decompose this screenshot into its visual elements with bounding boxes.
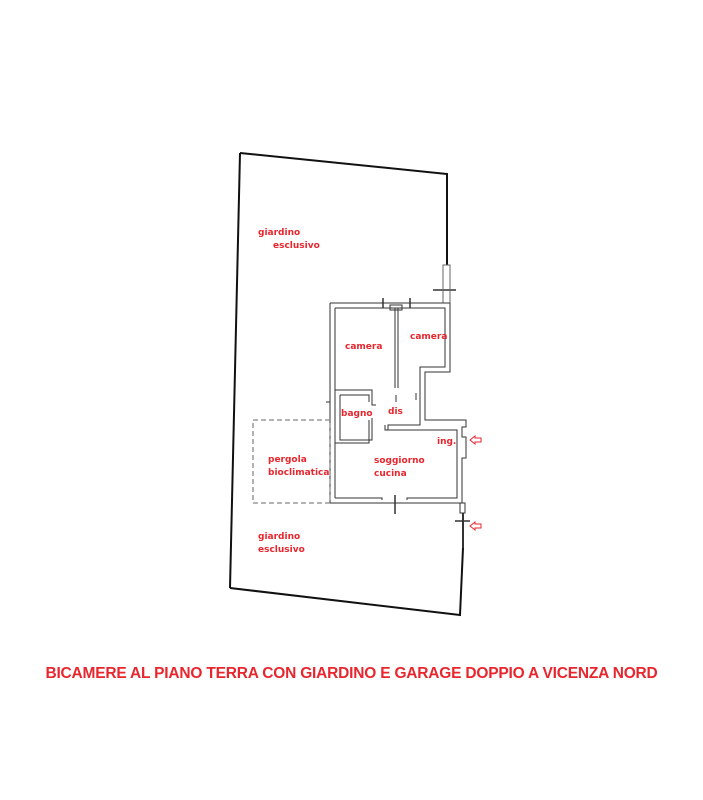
label-garden-bottom-line1: giardino (258, 532, 301, 542)
gate-top (433, 264, 456, 304)
entrance-arrow-icon (469, 434, 482, 532)
label-garden-bottom-line2: esclusivo (258, 545, 305, 555)
label-garden-bottom: giardino esclusivo (258, 531, 305, 557)
label-garden-top-line2: esclusivo (273, 241, 320, 251)
label-soggiorno-cucina: soggiorno cucina (374, 455, 425, 481)
label-camera-right: camera (410, 332, 448, 342)
label-pergola-line1: pergola (268, 455, 307, 465)
label-pergola-line2: bioclimatica (268, 468, 330, 478)
apartment-walls (326, 298, 470, 548)
label-garden-top: giardino esclusivo (258, 227, 320, 253)
label-cucina: cucina (374, 469, 407, 479)
label-soggiorno: soggiorno (374, 456, 425, 466)
label-garden-top-line1: giardino (258, 228, 301, 238)
label-ingresso: ing. (437, 437, 457, 447)
label-bagno: bagno (341, 409, 373, 419)
listing-caption: BICAMERE AL PIANO TERRA CON GIARDINO E G… (45, 665, 658, 682)
label-dis: dis (388, 407, 403, 417)
property-boundary (229, 152, 464, 617)
label-camera-left: camera (345, 342, 383, 352)
label-pergola: pergola bioclimatica (268, 454, 329, 480)
